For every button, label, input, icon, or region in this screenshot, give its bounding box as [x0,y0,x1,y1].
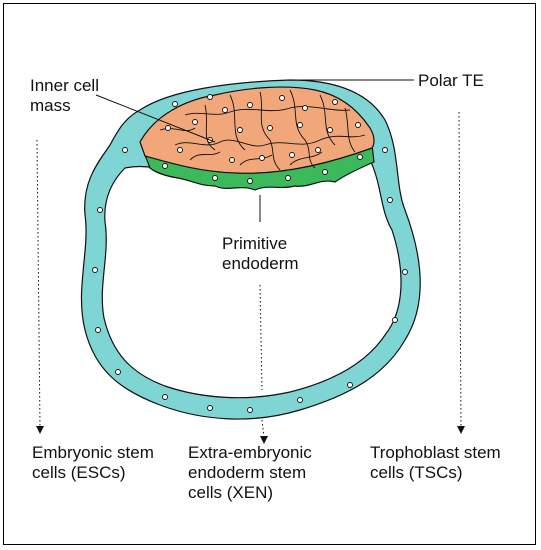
figure-frame [3,3,536,545]
nuclei [92,94,408,413]
xen-dotted-arrow-lower [261,419,265,439]
label-polar-te: Polar TE [418,71,484,90]
lineage-arrows [36,111,462,439]
label-esc: Embryonic stem cells (ESCs) [32,443,154,482]
tsc-arrowhead [457,426,465,434]
xen-dotted-arrow [259,284,263,391]
icm-cell-boundaries [159,89,366,171]
xen-arrowhead [260,436,268,444]
label-tsc: Trophoblast stem cells (TSCs) [370,443,501,482]
esc-dotted-arrow [36,139,41,429]
label-xen: Extra-embryonic endoderm stem cells (XEN… [188,443,312,502]
leader-lines [95,79,414,222]
label-inner-cell-mass: Inner cell mass [30,76,99,115]
arrowheads [36,426,465,444]
label-primitive-endoderm: Primitive endoderm [222,234,299,273]
esc-arrowhead [36,426,44,434]
tsc-dotted-arrow [458,111,462,429]
inner-cell-mass [139,86,375,174]
icm-leader-line [95,94,216,143]
